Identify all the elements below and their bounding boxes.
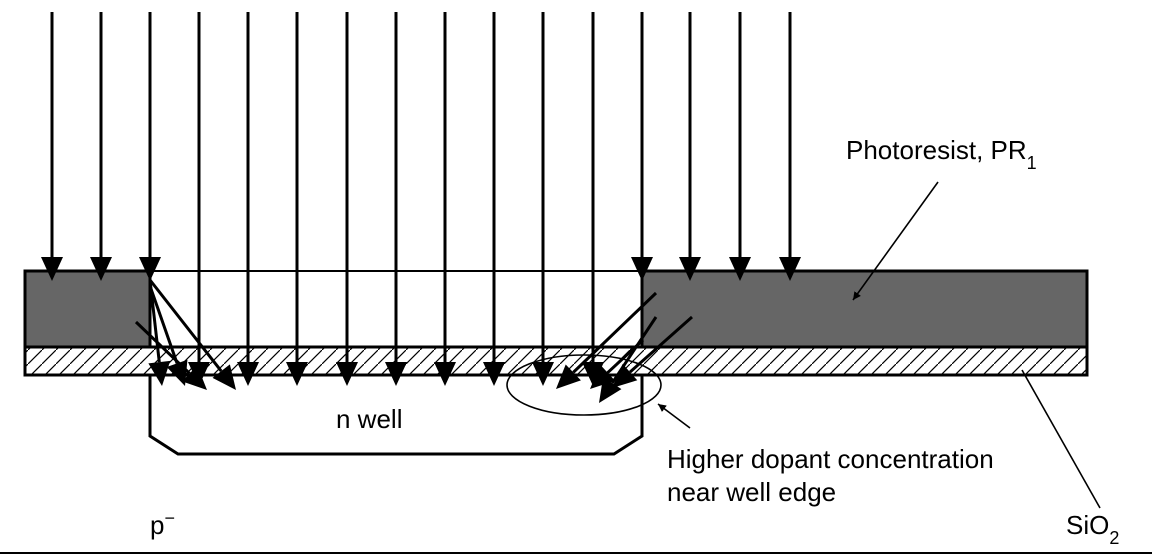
scatter-left-1-head (212, 364, 236, 390)
scatter-left-1-shaft (148, 279, 223, 373)
ion-arrow-into-well-3-head (336, 362, 358, 386)
sio2-pointer (1021, 369, 1101, 509)
scatter-right-0-shaft (572, 291, 658, 374)
scatter-left-3-shaft (148, 285, 179, 364)
photoresist-label: Photoresist, PR1 (846, 135, 1037, 173)
ion-arrow-on-resist-2-head (139, 257, 161, 281)
n-well-region (148, 375, 644, 456)
ion-arrow-into-well-7-head (532, 362, 554, 386)
scatter-right-3-shaft (606, 338, 645, 374)
ion-arrow-on-resist-1-head (90, 257, 112, 281)
ion-arrow-into-well-2-head (286, 362, 308, 386)
scatter-right-1-shaft (628, 315, 693, 374)
ion-arrow-into-well-8-head (582, 362, 604, 386)
photoresist-left (23, 269, 152, 349)
ion-arrow-on-resist-3-head (631, 257, 653, 281)
scatter-right-0-head (556, 364, 581, 389)
ion-beam-arrows (41, 12, 801, 403)
ion-arrow-on-resist-6-head (779, 257, 801, 281)
ion-arrow-on-resist-4-head (679, 257, 701, 281)
scatter-left-0-head (148, 360, 171, 386)
higher-dopant-label-line1: Higher dopant concentration (667, 444, 994, 474)
p-minus-label: p− (150, 508, 175, 540)
dopant-pointer (657, 403, 691, 429)
scatter-right-1-head (612, 363, 638, 388)
ion-arrow-into-well-1-head (237, 362, 259, 386)
ion-arrow-on-resist-0-head (41, 257, 63, 281)
scatter-right-3-head (590, 364, 616, 389)
scatter-left-3-head (166, 359, 188, 386)
photoresist-pointer (852, 181, 939, 301)
ion-arrow-into-well-6-head (483, 362, 505, 386)
photoresist-right (640, 269, 1089, 349)
ion-arrow-on-resist-5-head (729, 257, 751, 281)
ion-arrow-into-well-4-head (385, 362, 407, 386)
scatter-left-2-head (182, 365, 207, 390)
n-well-label: n well (336, 404, 402, 434)
higher-dopant-label-line2: near well edge (667, 477, 836, 507)
well-edge-ellipse (506, 354, 662, 416)
ion-arrow-into-well-5-head (434, 362, 456, 386)
sio2-label: SiO2 (1066, 510, 1119, 548)
